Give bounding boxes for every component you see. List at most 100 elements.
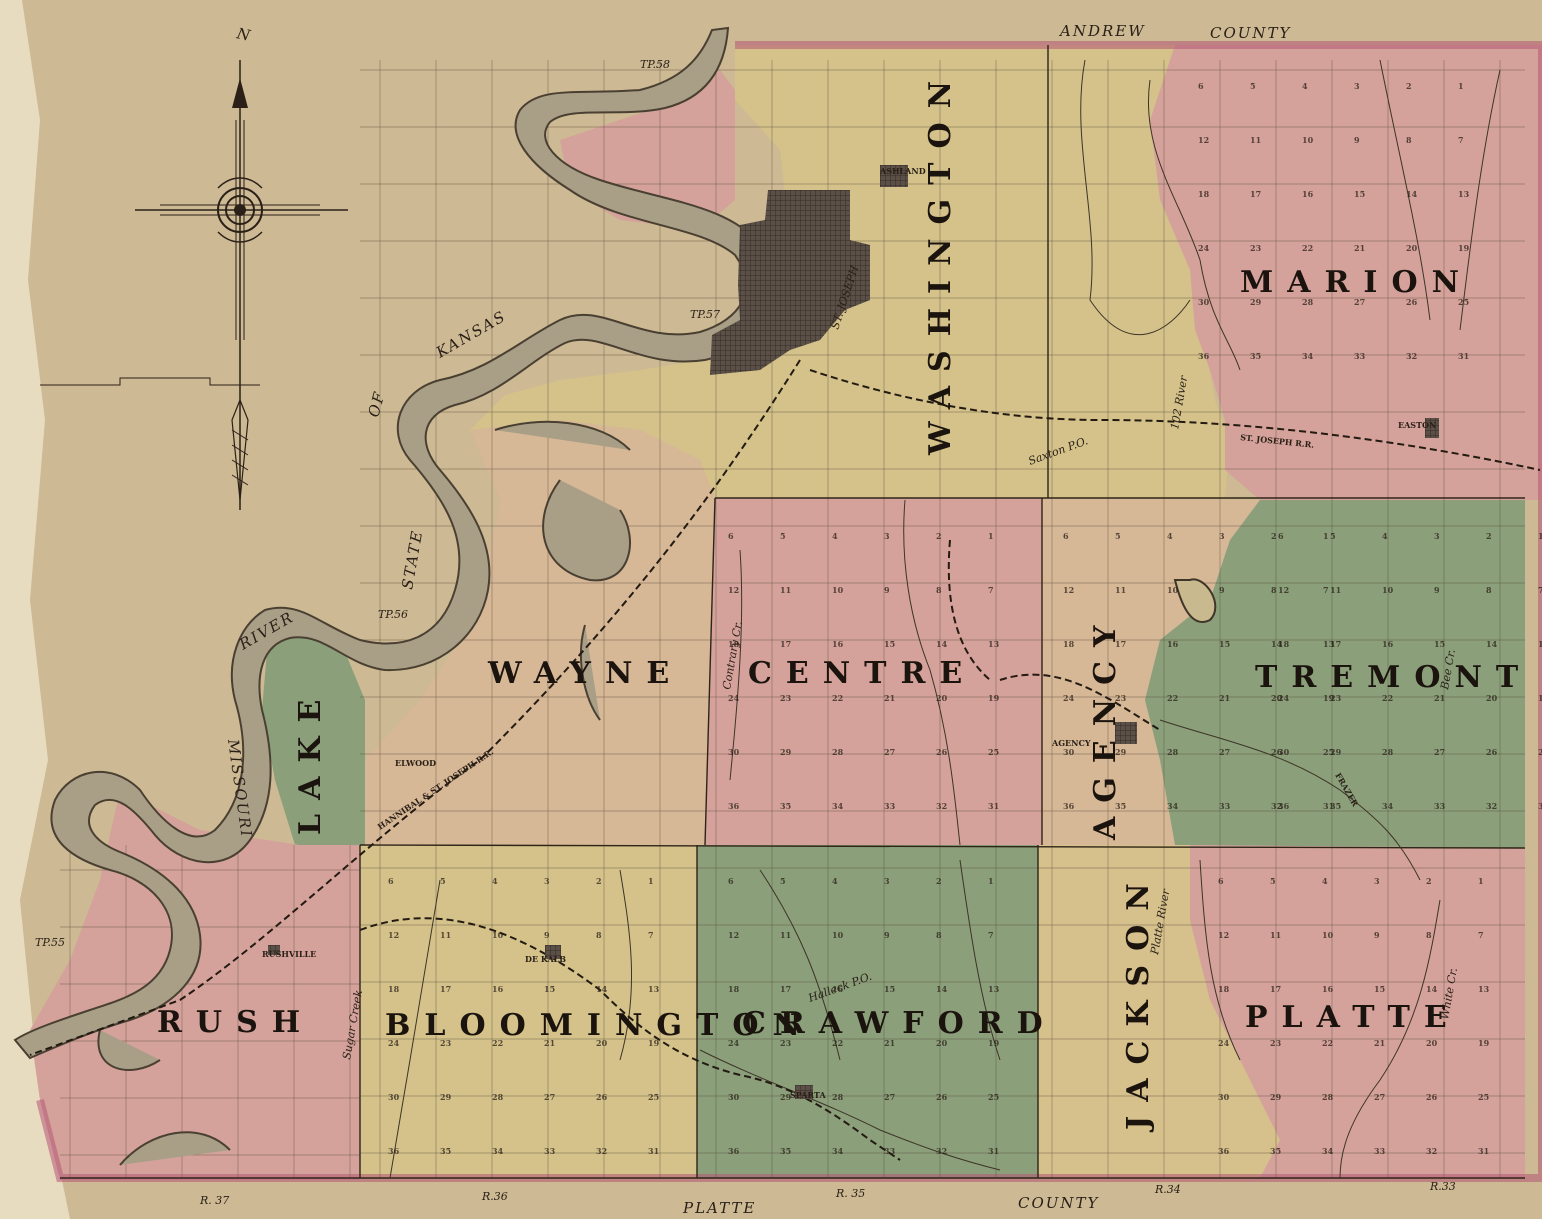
- section-number: 5: [780, 531, 786, 541]
- section-number: 13: [648, 984, 660, 994]
- section-number: 21: [1374, 1038, 1385, 1048]
- section-number: 11: [1270, 930, 1281, 940]
- section-number: 9: [1374, 930, 1380, 940]
- section-number: 20: [936, 1038, 948, 1048]
- place-sparta: SPARTA: [790, 1090, 826, 1100]
- paper-left-edge: [0, 0, 70, 1219]
- township-agency: AGENCY: [1088, 612, 1123, 841]
- section-number: 14: [1271, 639, 1283, 649]
- section-number: 31: [1323, 801, 1334, 811]
- section-number: 31: [988, 801, 999, 811]
- section-number: 32: [1486, 801, 1497, 811]
- section-number: 12: [388, 930, 399, 940]
- section-number: 16: [832, 639, 844, 649]
- section-number: 19: [1458, 243, 1470, 253]
- section-number: 5: [1250, 81, 1256, 91]
- section-number: 35: [780, 1146, 791, 1156]
- section-number: 1: [1478, 876, 1484, 886]
- section-number: 27: [1374, 1092, 1385, 1102]
- section-number: 8: [1426, 930, 1432, 940]
- section-number: 24: [1198, 243, 1210, 253]
- section-number: 31: [1478, 1146, 1489, 1156]
- section-number: 10: [832, 930, 844, 940]
- section-number: 2: [1426, 876, 1432, 886]
- section-number: 19: [1323, 693, 1335, 703]
- section-number: 17: [1250, 189, 1261, 199]
- section-number: 4: [492, 876, 498, 886]
- section-number: 16: [492, 984, 504, 994]
- section-number: 32: [1426, 1146, 1437, 1156]
- section-number: 24: [1063, 693, 1075, 703]
- section-number: 36: [1063, 801, 1075, 811]
- section-number: 14: [1426, 984, 1438, 994]
- section-number: 6: [1198, 81, 1204, 91]
- region-agency-north: [1048, 45, 1230, 498]
- section-number: 17: [1330, 639, 1341, 649]
- section-number: 32: [1406, 351, 1417, 361]
- section-number: 13: [988, 984, 1000, 994]
- region-washington: [470, 45, 1048, 498]
- section-number: 19: [648, 1038, 660, 1048]
- section-number: 17: [440, 984, 451, 994]
- section-number: 28: [492, 1092, 504, 1102]
- township-boundaries: [60, 45, 1526, 1179]
- section-number: 21: [884, 1038, 895, 1048]
- section-number: 20: [1426, 1038, 1438, 1048]
- section-number: 16: [1322, 984, 1334, 994]
- section-number: 23: [440, 1038, 452, 1048]
- section-number: 23: [1330, 693, 1342, 703]
- section-number: 1: [648, 876, 654, 886]
- section-number: 11: [1330, 585, 1341, 595]
- section-number: 15: [884, 639, 895, 649]
- section-number: 8: [936, 930, 942, 940]
- section-number: 15: [884, 984, 895, 994]
- section-number: 3: [1434, 531, 1440, 541]
- section-number: 3: [544, 876, 550, 886]
- township-labels: WASHINGTON MARION WAYNE CENTRE AGENCY TR…: [157, 67, 1518, 1133]
- section-number: 21: [1434, 693, 1445, 703]
- section-number: 5: [440, 876, 446, 886]
- section-number: 25: [1538, 747, 1542, 757]
- section-number: 18: [1063, 639, 1075, 649]
- section-number: 25: [988, 747, 999, 757]
- section-number: 23: [780, 1038, 792, 1048]
- label-county-north: COUNTY: [1210, 24, 1292, 42]
- section-number: 31: [648, 1146, 659, 1156]
- section-number: 21: [884, 693, 895, 703]
- section-number: 24: [728, 1038, 740, 1048]
- section-number: 4: [1322, 876, 1328, 886]
- section-number: 18: [1218, 984, 1230, 994]
- section-number: 18: [728, 984, 740, 994]
- section-number: 26: [1406, 297, 1418, 307]
- section-number: 14: [1406, 189, 1418, 199]
- towns: [268, 165, 1439, 1099]
- section-number: 27: [884, 1092, 895, 1102]
- section-number: 5: [1270, 876, 1276, 886]
- section-number: 35: [1270, 1146, 1281, 1156]
- section-number: 33: [1434, 801, 1446, 811]
- section-number: 14: [596, 984, 608, 994]
- county-border-tint: [36, 41, 1542, 1182]
- section-number: 30: [1218, 1092, 1230, 1102]
- label-county-south: COUNTY: [1018, 1194, 1100, 1212]
- section-number: 28: [832, 1092, 844, 1102]
- section-number: 10: [1302, 135, 1314, 145]
- section-number: 10: [1382, 585, 1394, 595]
- section-number: 33: [1219, 801, 1231, 811]
- section-number: 34: [832, 1146, 844, 1156]
- section-number: 31: [988, 1146, 999, 1156]
- section-number: 12: [1218, 930, 1229, 940]
- section-number: 36: [728, 1146, 740, 1156]
- section-number: 3: [1354, 81, 1360, 91]
- township-wayne: WAYNE: [487, 656, 683, 691]
- region-tremont: [1145, 500, 1525, 848]
- section-number: 25: [648, 1092, 659, 1102]
- section-number: 16: [832, 984, 844, 994]
- section-number: 12: [1278, 585, 1289, 595]
- section-number: 2: [1271, 531, 1277, 541]
- section-number: 7: [988, 930, 994, 940]
- railroads: [29, 359, 1541, 1161]
- section-number: 3: [1374, 876, 1380, 886]
- section-number: 23: [780, 693, 792, 703]
